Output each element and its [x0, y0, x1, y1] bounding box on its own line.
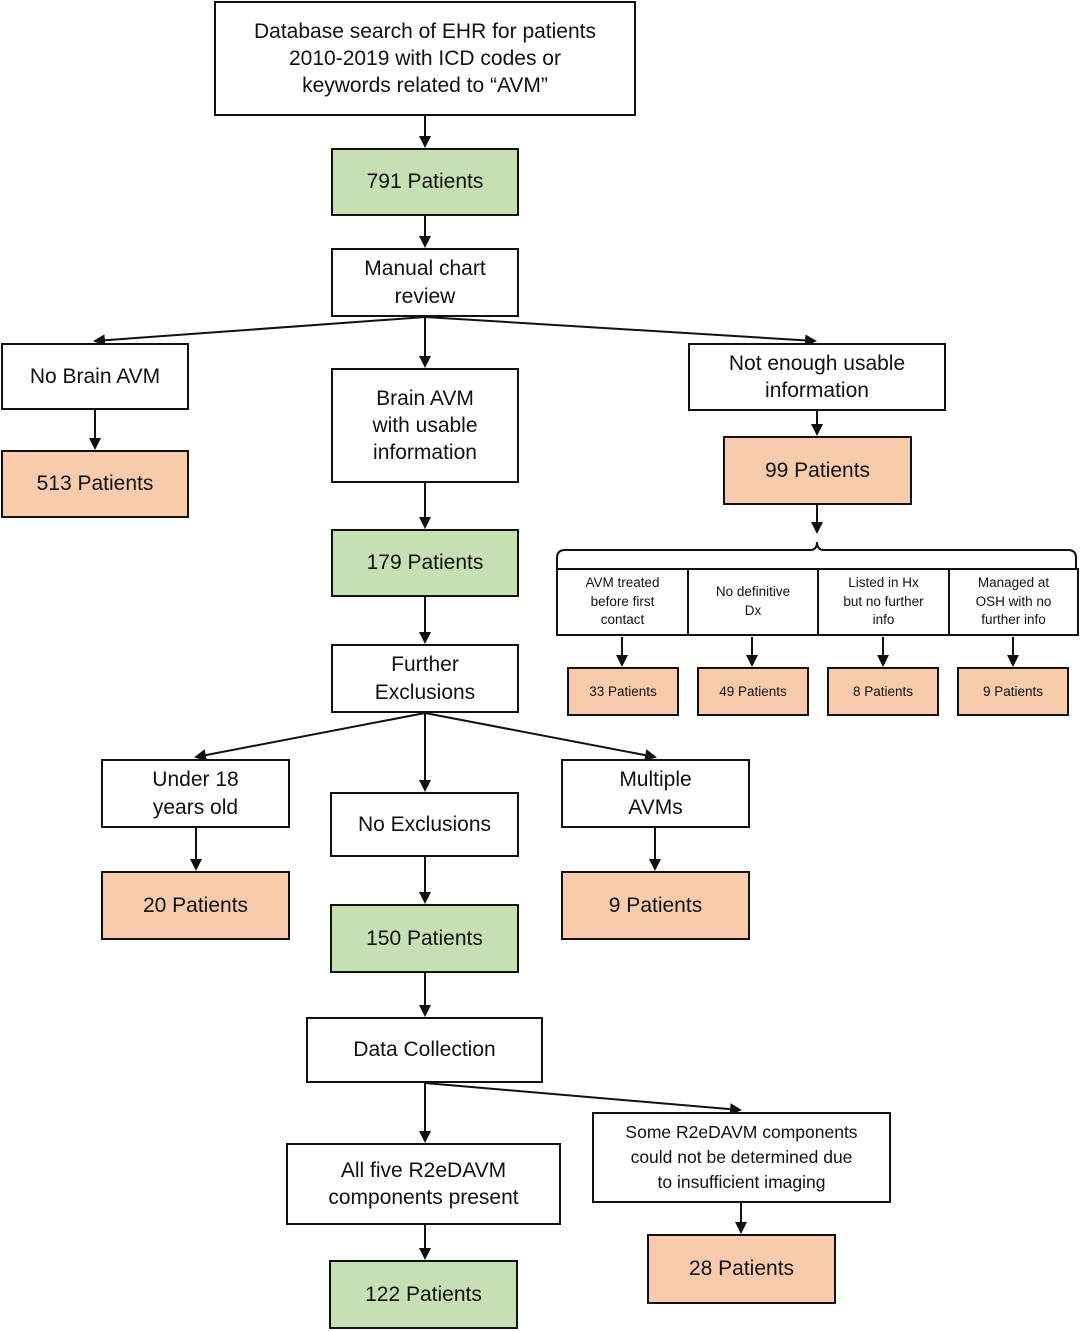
- further-exclusions-box: Further Exclusions: [331, 644, 519, 713]
- multiple-avms-box: Multiple AVMs: [561, 759, 750, 828]
- arrow-further-to-multiple: [424, 712, 657, 762]
- subgroup-divider: [817, 568, 819, 636]
- patients-20-box: 20 Patients: [101, 871, 290, 940]
- subgroup-avm-treated: AVM treated before first contact: [585, 575, 660, 628]
- subgroup-managed-at-osh: Managed at OSH with no further info: [975, 575, 1052, 628]
- patients-791-box: 791 Patients: [331, 148, 519, 216]
- patients-513-box: 513 Patients: [1, 450, 189, 518]
- arrow-review-to-nobrain: [93, 316, 426, 347]
- not-enough-info-box: Not enough usable information: [688, 343, 946, 411]
- subgroup-divider: [948, 568, 950, 636]
- patients-179-box: 179 Patients: [331, 529, 519, 597]
- subgroup-divider: [687, 568, 689, 636]
- patients-8-box: 8 Patients: [827, 667, 939, 716]
- brain-avm-usable-box: Brain AVM with usable information: [331, 368, 519, 483]
- arrow-review-to-notenough: [424, 316, 817, 347]
- data-collection-box: Data Collection: [306, 1017, 543, 1083]
- no-brain-avm-box: No Brain AVM: [1, 343, 189, 410]
- all-five-r2edavm-box: All five R2eDAVM components present: [286, 1143, 561, 1225]
- arrow-datacoll-to-some: [424, 1082, 742, 1116]
- subgroup-no-definitive-dx: No definitive Dx: [715, 584, 791, 618]
- patients-9-box: 9 Patients: [561, 871, 750, 940]
- patients-150-box: 150 Patients: [330, 904, 519, 973]
- patients-28-box: 28 Patients: [647, 1234, 836, 1304]
- brace: [556, 541, 1077, 570]
- no-exclusions-box: No Exclusions: [330, 792, 519, 857]
- some-r2edavm-box: Some R2eDAVM components could not be det…: [592, 1112, 891, 1203]
- patients-99-box: 99 Patients: [723, 436, 912, 505]
- manual-chart-review-box: Manual chart review: [331, 248, 519, 317]
- patients-33-box: 33 Patients: [567, 667, 679, 716]
- database-search-box: Database search of EHR for patients 2010…: [214, 1, 636, 116]
- under-18-box: Under 18 years old: [101, 759, 290, 828]
- patients-122-box: 122 Patients: [329, 1260, 518, 1329]
- arrow-further-to-under18: [194, 712, 426, 762]
- patients-9-sub-box: 9 Patients: [957, 667, 1069, 716]
- patients-49-box: 49 Patients: [697, 667, 809, 716]
- subgroup-listed-in-hx: Listed in Hx but no further info: [843, 575, 924, 628]
